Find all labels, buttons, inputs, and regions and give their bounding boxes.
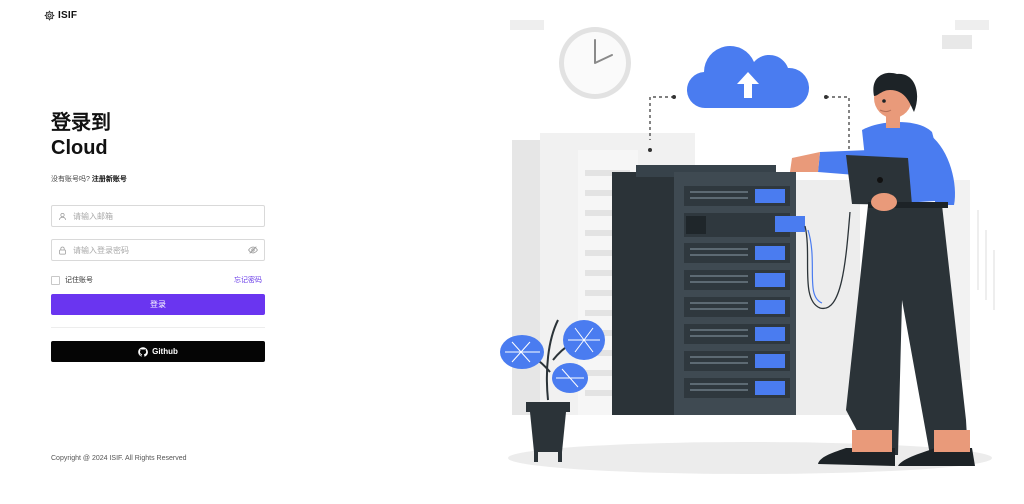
- password-field[interactable]: [51, 239, 265, 261]
- clock-icon: [559, 27, 631, 99]
- login-button[interactable]: 登录: [51, 294, 265, 315]
- bg-rack-slots: [585, 170, 630, 396]
- cloud-upload-icon: [686, 45, 810, 109]
- password-input[interactable]: [73, 245, 248, 255]
- email-input[interactable]: [73, 211, 258, 221]
- brand-name: ISIF: [58, 10, 78, 21]
- eye-icon[interactable]: [248, 245, 258, 255]
- server-vents: [690, 191, 748, 391]
- divider: [51, 327, 265, 328]
- bg-shape: [510, 20, 544, 30]
- user-icon: [58, 212, 67, 220]
- remember-checkbox[interactable]: [51, 275, 60, 285]
- page-title-line1: 登录到: [51, 112, 111, 134]
- server-rack: [612, 165, 805, 415]
- remember-label: 记住账号: [65, 277, 93, 284]
- github-icon: [138, 346, 149, 357]
- remember-me[interactable]: 记住账号: [51, 275, 93, 285]
- email-field[interactable]: [51, 205, 265, 227]
- person-illustration: [790, 72, 975, 466]
- brand-logo[interactable]: ISIF: [44, 10, 77, 21]
- page-title-line2: Cloud: [51, 137, 108, 159]
- github-button-label: Github: [152, 347, 178, 356]
- gear-icon: [44, 10, 55, 21]
- server-illustration: [490, 0, 1024, 499]
- plant-icon: [500, 319, 605, 462]
- server-leds: [755, 189, 805, 395]
- signup-prompt: 没有账号吗?: [51, 176, 90, 183]
- illustration-svg: [500, 20, 995, 474]
- copyright-text: Copyright @ 2024 ISIF. All Rights Reserv…: [51, 455, 187, 462]
- forgot-password-link[interactable]: 忘记密码: [234, 277, 262, 284]
- github-login-button[interactable]: Github: [51, 341, 265, 362]
- signup-link[interactable]: 注册新账号: [91, 176, 127, 183]
- signup-prompt-row: 没有账号吗?注册新账号: [51, 174, 127, 184]
- login-panel: ISIF 登录到 Cloud 没有账号吗?注册新账号 记住账号 忘记密码 登录 …: [0, 0, 490, 499]
- lock-icon: [59, 246, 66, 254]
- bg-shape: [955, 20, 989, 30]
- bg-shape: [942, 35, 972, 49]
